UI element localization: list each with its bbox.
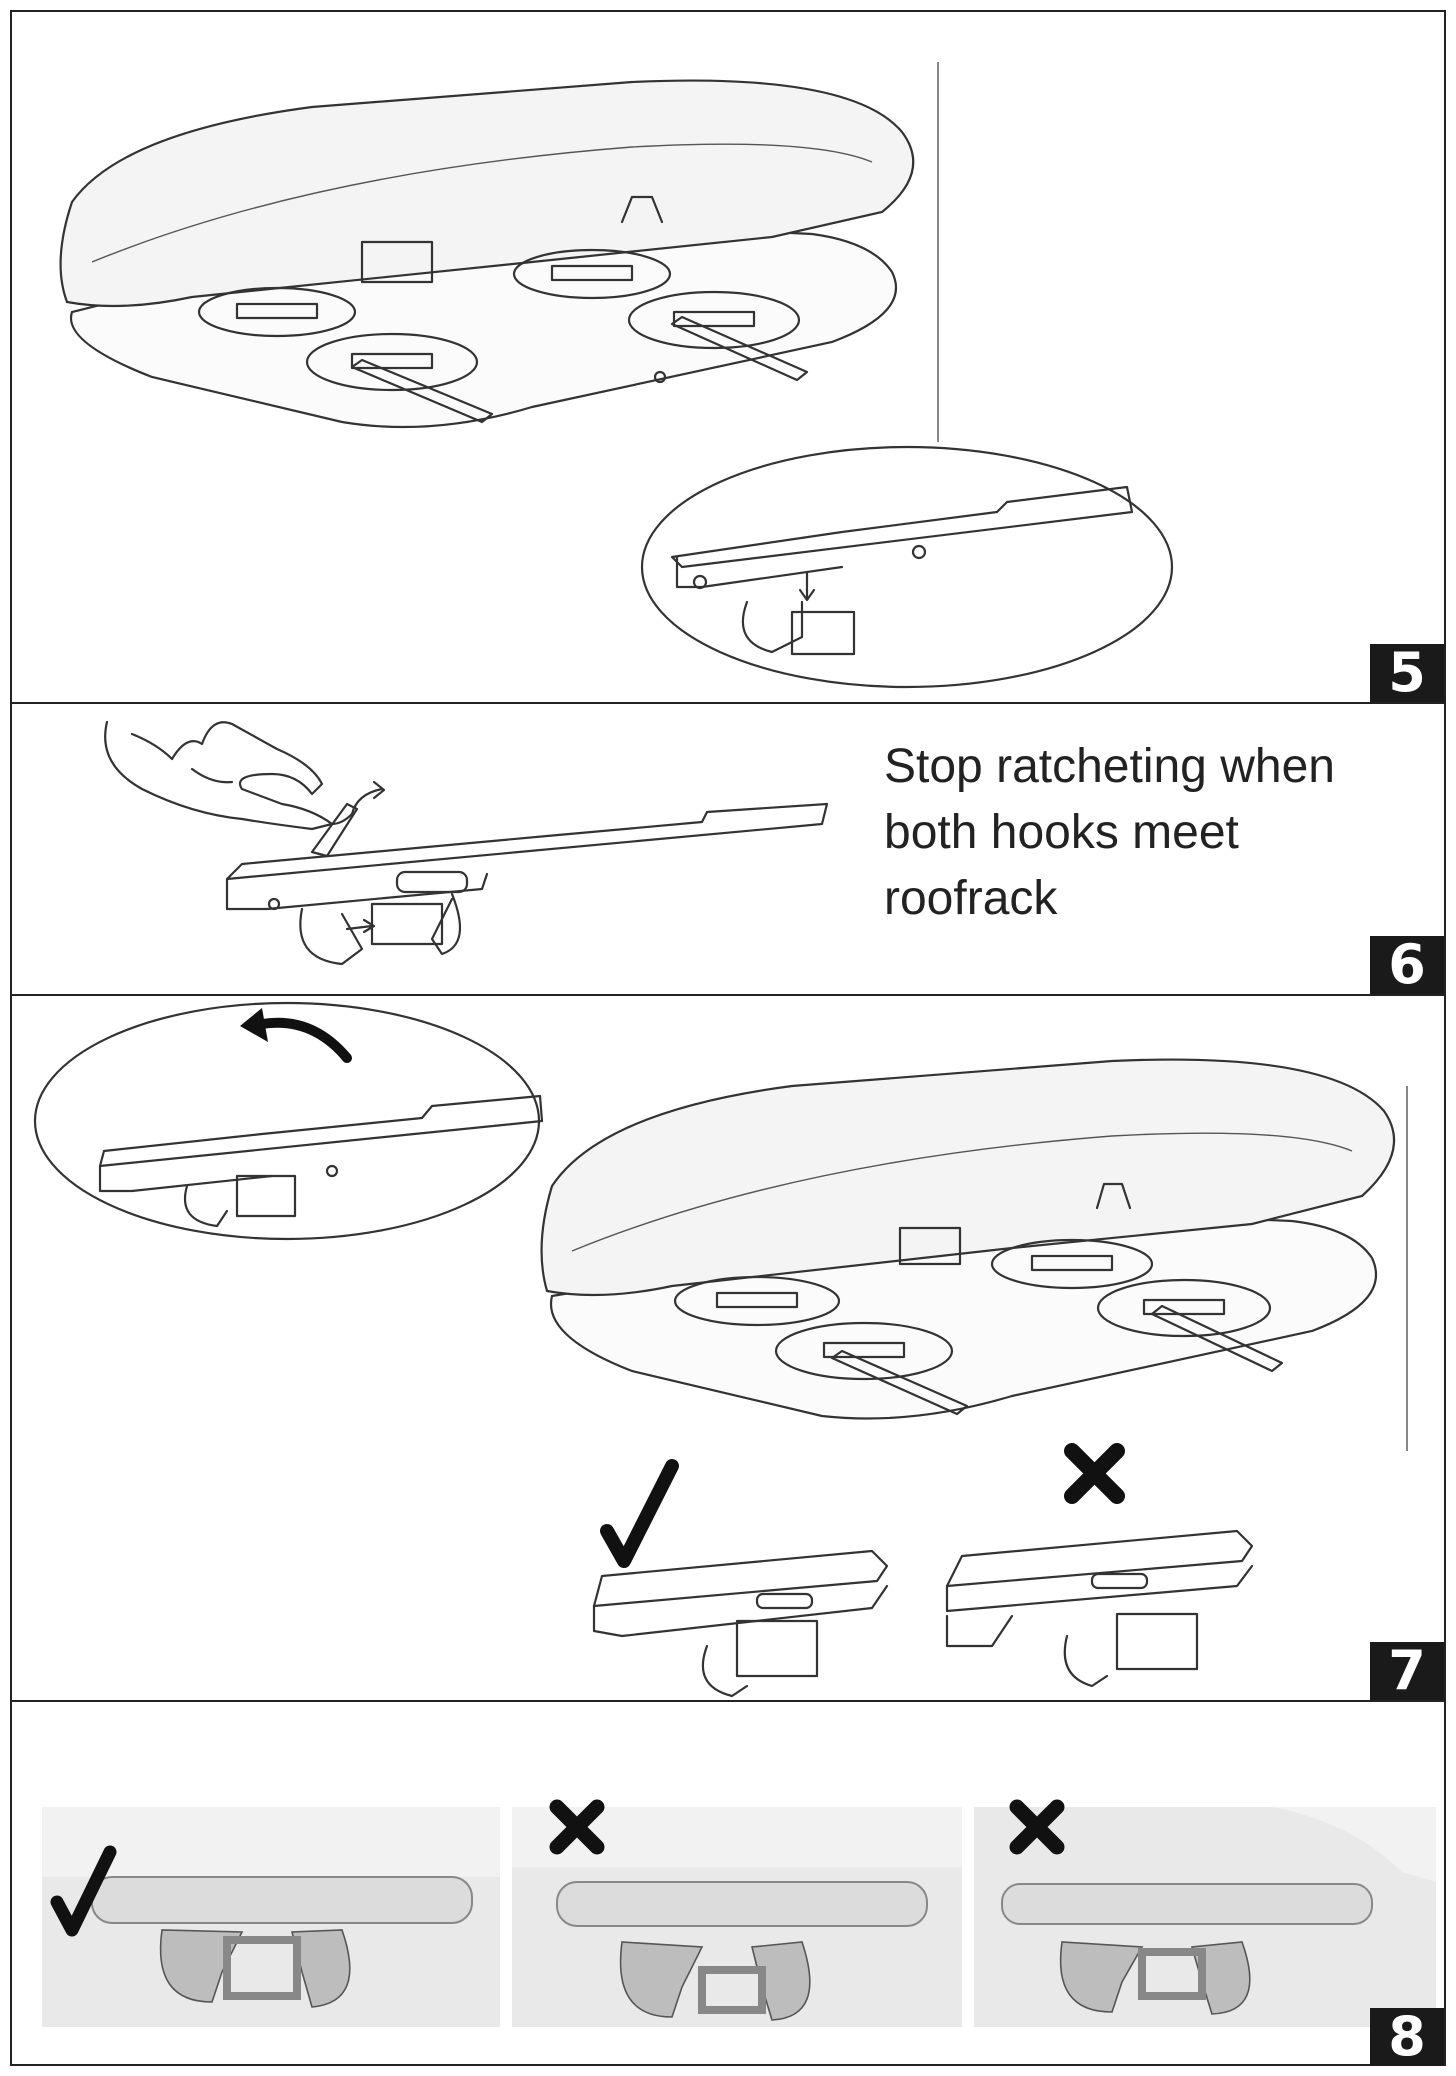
mount-rail-detail bbox=[670, 485, 1134, 569]
cross-mark-icon bbox=[549, 1799, 605, 1855]
step-6-panel: Stop ratcheting when both hooks meet roo… bbox=[12, 704, 1444, 996]
step-6-illustration bbox=[104, 720, 829, 966]
instruction-line-3: roofrack bbox=[884, 872, 1058, 925]
mount-circle-4 bbox=[1096, 1278, 1272, 1338]
ratchet-lever bbox=[310, 802, 359, 858]
roof-box-lid bbox=[540, 1058, 1396, 1297]
mount-circle-2 bbox=[305, 332, 479, 392]
cross-mark-icon bbox=[1064, 1443, 1125, 1504]
mount-circle-3 bbox=[512, 248, 672, 300]
mount-circle-2 bbox=[774, 1321, 954, 1381]
step-5-panel: 5 bbox=[12, 12, 1444, 704]
cross-mark-icon bbox=[1009, 1799, 1065, 1855]
step-7-illustration bbox=[33, 1001, 1408, 1698]
check-mark-icon bbox=[600, 1459, 679, 1568]
hook-rear bbox=[430, 892, 462, 956]
photo-correct bbox=[42, 1807, 500, 2027]
hook-front bbox=[299, 907, 364, 966]
roof-bar-left bbox=[350, 358, 494, 424]
step-number-badge: 7 bbox=[1370, 1642, 1444, 1700]
mount-rail bbox=[225, 802, 829, 881]
step-number-badge: 5 bbox=[1370, 644, 1444, 702]
mount-circle-1 bbox=[197, 286, 357, 338]
zoom-detail-circle bbox=[33, 1001, 541, 1241]
step-8-panel: 8 bbox=[12, 1702, 1444, 2066]
correct-mount bbox=[592, 1549, 889, 1608]
instruction-line-1: Stop ratcheting when bbox=[884, 740, 1335, 793]
mount-circle-4 bbox=[627, 290, 801, 350]
check-mark-icon bbox=[50, 1845, 117, 1937]
instruction-line-2: both hooks meet bbox=[884, 806, 1239, 859]
hand-drawing bbox=[104, 720, 334, 831]
lid-strut-left bbox=[360, 240, 434, 284]
mount-circle-1 bbox=[673, 1275, 841, 1327]
instruction-sheet: 5 Stop ratcheting when both hooks mee bbox=[10, 10, 1446, 2066]
roof-box-lid bbox=[59, 79, 915, 308]
zoom-detail-circle bbox=[640, 445, 1174, 689]
step-8-photos bbox=[42, 1799, 1436, 2027]
mount-rail-detail bbox=[98, 1094, 544, 1168]
mount-circle-3 bbox=[990, 1238, 1154, 1290]
rotate-arrow-icon bbox=[257, 1017, 352, 1063]
instruction-text: Stop ratcheting when both hooks meet roo… bbox=[884, 734, 1404, 932]
step-5-illustration bbox=[59, 62, 1174, 689]
roof-bar-right bbox=[670, 315, 809, 382]
incorrect-mount bbox=[945, 1529, 1254, 1588]
ratchet-arrow-icon bbox=[350, 780, 386, 816]
step-number-badge: 8 bbox=[1370, 2008, 1444, 2066]
step-7-panel: 7 bbox=[12, 996, 1444, 1702]
step-number-badge: 6 bbox=[1370, 936, 1444, 994]
